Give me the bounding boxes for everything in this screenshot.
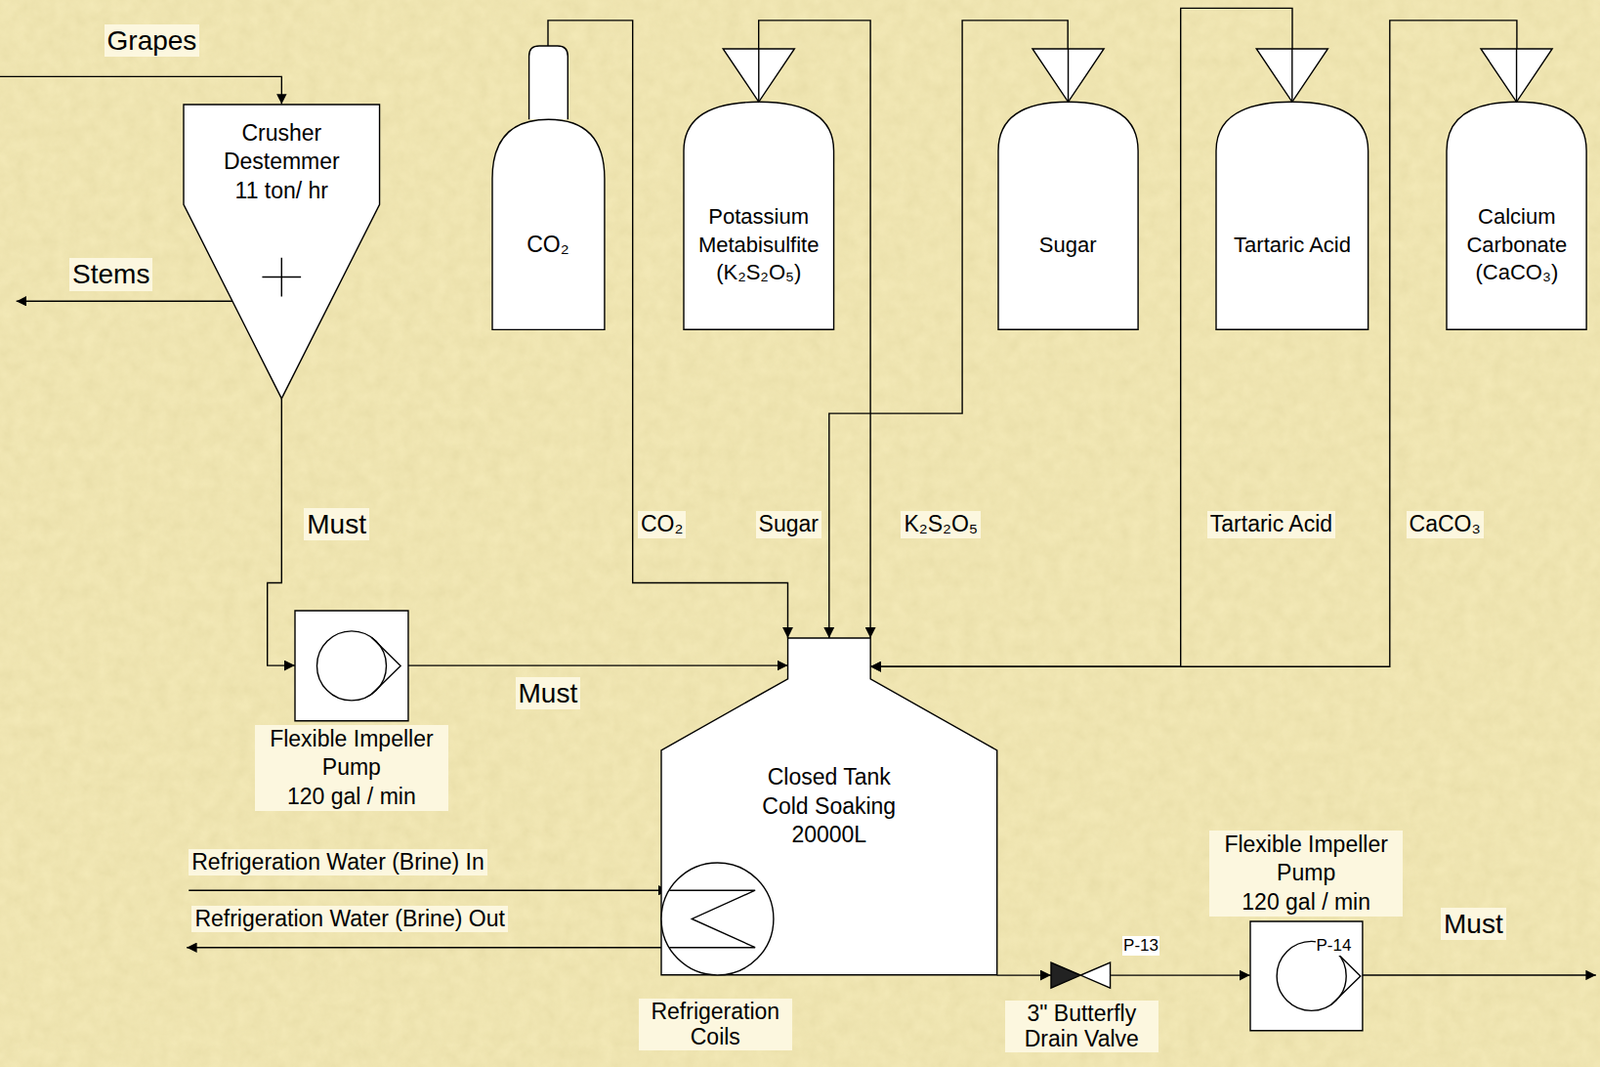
- flow-line: [997, 973, 1052, 975]
- hopper-outline: [183, 104, 380, 399]
- brine-out-line: [186, 946, 670, 948]
- coil-zigzag: [669, 889, 756, 947]
- additive-bin-symbol: [1446, 48, 1587, 330]
- additive-bin: Sugar: [998, 48, 1138, 330]
- node-text: Flexible Impeller Pump120 gal / min: [254, 724, 449, 811]
- pump-symbol: [294, 610, 409, 721]
- valve-left: [1051, 962, 1081, 988]
- crusher-destemmer: Crusher Destemmer11 ton/ hr: [183, 104, 380, 399]
- node-title: Refrigeration Coils: [641, 998, 790, 1051]
- node-text: Flexible Impeller Pump120 gal / min: [1209, 830, 1403, 917]
- node-text: CO₂: [497, 230, 599, 259]
- node-text: 3" Butterfly Drain Valve: [1005, 1000, 1159, 1053]
- hopper-axis: [757, 48, 759, 102]
- node-detail: (CaCO₃): [1450, 258, 1584, 287]
- cylinder-body: [492, 119, 605, 330]
- node-title: CO₂: [497, 230, 599, 259]
- flow-label: CO₂: [637, 510, 686, 538]
- bin-body: [1446, 101, 1587, 330]
- hopper-axis: [1291, 48, 1293, 102]
- stems-out-line: [16, 300, 233, 302]
- flow-label: Sugar: [756, 510, 822, 538]
- stream-label: Grapes: [104, 24, 201, 57]
- node-title: Calcium Carbonate: [1450, 203, 1584, 258]
- node-text: Refrigeration Coils: [638, 998, 793, 1051]
- node-title: Potassium Metabisulfite: [687, 203, 831, 258]
- pump-discharge: [371, 636, 401, 694]
- node-title: Closed Tank Cold Soaking: [747, 762, 911, 821]
- node-detail: (K₂S₂O₅): [687, 258, 831, 287]
- node-detail: 120 gal / min: [257, 782, 446, 811]
- utility-label: Refrigeration Water (Brine) In: [188, 848, 488, 876]
- flow-label: Must: [303, 507, 370, 541]
- additive-bin-symbol: [998, 48, 1138, 330]
- valve-right: [1080, 962, 1110, 988]
- butterfly-valve: 3" Butterfly Drain Valve: [1051, 962, 1111, 988]
- node-title: Sugar: [1001, 231, 1135, 259]
- crusher-cross: [261, 256, 301, 296]
- bin-body: [998, 101, 1138, 330]
- refrigeration-coil: Refrigeration Coils: [661, 862, 774, 975]
- flow-line: [267, 397, 295, 666]
- flow-line: [1110, 973, 1251, 975]
- node-text: Crusher Destemmer11 ton/ hr: [200, 119, 364, 206]
- crusher-destemmer-symbol: [183, 104, 380, 399]
- additive-bin: Calcium Carbonate(CaCO₃): [1446, 48, 1587, 330]
- flow-label: K₂S₂O₅: [900, 510, 981, 538]
- flow-label: Tartaric Acid: [1207, 510, 1336, 538]
- node-title: 3" Butterfly Drain Valve: [1008, 1000, 1156, 1053]
- pump-box: [294, 610, 409, 721]
- node-title: Flexible Impeller Pump: [257, 724, 446, 783]
- brine-in-line: [188, 889, 669, 891]
- refrigeration-coil-symbol: [661, 862, 774, 975]
- node-title: Tartaric Acid: [1220, 231, 1365, 259]
- node-text: Closed Tank Cold Soaking20000L: [747, 762, 911, 849]
- flow-line: [870, 20, 1517, 667]
- tag-number: P-14: [1315, 935, 1353, 956]
- node-text: Tartaric Acid: [1220, 231, 1365, 259]
- must-out-line: [1362, 973, 1597, 975]
- node-detail: 11 ton/ hr: [200, 176, 364, 206]
- gas-cylinder-symbol: [492, 45, 605, 330]
- feed-hopper: [1480, 48, 1553, 102]
- flow-label: Must: [515, 676, 582, 710]
- additive-bin-symbol: [683, 48, 835, 330]
- additive-bin-symbol: [1216, 48, 1369, 330]
- flow-line: [870, 7, 1293, 667]
- node-detail: 20000L: [747, 820, 911, 849]
- flow-label: CaCO₃: [1406, 510, 1484, 538]
- hopper-axis: [1515, 48, 1517, 102]
- flow-line: [408, 664, 789, 666]
- additive-bin: Potassium Metabisulfite(K₂S₂O₅): [683, 48, 835, 330]
- stream-label: Stems: [69, 257, 153, 291]
- utility-label: Refrigeration Water (Brine) Out: [191, 905, 507, 932]
- bin-body: [1216, 101, 1369, 330]
- feed-hopper: [722, 48, 795, 102]
- additive-bin: Tartaric Acid: [1216, 48, 1369, 330]
- node-text: Sugar: [1001, 231, 1135, 259]
- gas-cylinder: CO₂: [492, 45, 605, 330]
- cylinder-valve: [528, 45, 568, 120]
- hopper-axis: [1067, 48, 1069, 102]
- coil-circle: [661, 862, 774, 975]
- tank-outline: [661, 637, 998, 975]
- pump: Flexible Impeller Pump120 gal / min: [294, 610, 409, 721]
- tag-number: P-13: [1122, 935, 1160, 956]
- stream-label: Must: [1440, 907, 1507, 940]
- feed-hopper: [1032, 48, 1104, 102]
- bin-body: [683, 101, 835, 330]
- pump-discharge: [1331, 947, 1361, 1005]
- grapes-feed-line: [0, 76, 282, 104]
- butterfly-valve-symbol: [1051, 962, 1111, 988]
- node-text: Calcium Carbonate(CaCO₃): [1450, 203, 1584, 286]
- node-title: Crusher Destemmer: [200, 119, 364, 177]
- node-text: Potassium Metabisulfite(K₂S₂O₅): [687, 203, 831, 286]
- node-title: Flexible Impeller Pump: [1212, 830, 1400, 888]
- feed-hopper: [1256, 48, 1328, 102]
- pump-box: [1250, 921, 1363, 1031]
- node-detail: 120 gal / min: [1212, 887, 1400, 917]
